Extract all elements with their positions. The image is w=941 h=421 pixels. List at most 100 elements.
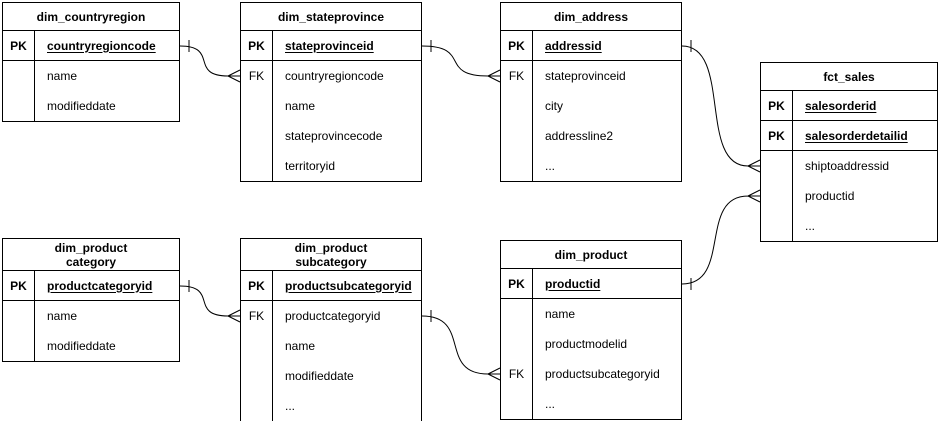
connector-line[interactable]	[421, 40, 501, 83]
relationship-dim_countryregion-dim_stateprovince[interactable]	[179, 40, 241, 83]
field-row: PK salesorderdetailid	[761, 121, 937, 151]
field-key-label: PK	[761, 91, 793, 120]
field-name: salesorderid	[805, 98, 877, 113]
field-row: PK productid	[501, 269, 681, 299]
field-name: stateprovinceid	[285, 38, 374, 53]
entity-title: dim_product subcategory	[241, 239, 421, 271]
field-row: name	[241, 331, 421, 361]
field-key-label	[501, 121, 533, 151]
entity-dim_countryregion[interactable]: dim_countryregion PK countryregioncode n…	[2, 2, 180, 122]
field-name: stateprovincecode	[285, 129, 383, 143]
field-name: addressid	[545, 38, 602, 53]
field-name: shiptoaddressid	[805, 159, 890, 173]
entity-title: dim_product category	[3, 239, 179, 271]
field-name: modifieddate	[47, 99, 116, 113]
field-row: FK productsubcategoryid	[501, 359, 681, 389]
field-row: FK productcategoryid	[241, 301, 421, 331]
entity-field-list: PK countryregioncode name modifieddate	[3, 31, 179, 121]
field-row: modifieddate	[3, 331, 179, 361]
field-key-label	[761, 181, 793, 211]
field-row: productmodelid	[501, 329, 681, 359]
relationship-dim_product-fct_sales[interactable]	[681, 189, 761, 290]
entity-title: fct_sales	[761, 63, 937, 91]
field-key-label	[501, 91, 533, 121]
entity-title: dim_stateprovince	[241, 3, 421, 31]
field-key-label: PK	[501, 31, 533, 60]
field-row: ...	[241, 391, 421, 421]
entity-field-list: PK productid name productmodelid FK prod…	[501, 269, 681, 419]
field-name: stateprovinceid	[545, 69, 626, 83]
field-row: productid	[761, 181, 937, 211]
connector-line[interactable]	[179, 280, 241, 323]
field-row: PK productcategoryid	[3, 271, 179, 301]
field-name: ...	[285, 399, 296, 413]
field-name: productsubcategoryid	[545, 367, 660, 381]
entity-field-list: PK stateprovinceid FK countryregioncode …	[241, 31, 421, 181]
field-name: name	[47, 69, 78, 83]
entity-title: dim_product	[501, 241, 681, 269]
field-name: countryregioncode	[285, 69, 384, 83]
field-key-label: PK	[3, 31, 35, 60]
field-key-label	[501, 329, 533, 359]
field-key-label	[241, 91, 273, 121]
field-key-label	[501, 151, 533, 181]
field-row: addressline2	[501, 121, 681, 151]
field-name: modifieddate	[47, 339, 116, 353]
field-name: salesorderdetailid	[805, 128, 908, 143]
field-key-label: FK	[241, 61, 273, 91]
field-row: FK countryregioncode	[241, 61, 421, 91]
field-key-label	[241, 361, 273, 391]
relationship-dim_productsubcategory-dim_product[interactable]	[421, 310, 501, 381]
entity-dim_productcategory[interactable]: dim_product category PK productcategoryi…	[2, 238, 180, 362]
entity-dim_product[interactable]: dim_product PK productid name productmod…	[500, 240, 682, 420]
field-row: PK countryregioncode	[3, 31, 179, 61]
field-name: productid	[805, 189, 855, 203]
connector-line[interactable]	[681, 189, 761, 290]
entity-fct_sales[interactable]: fct_sales PK salesorderid PK salesorderd…	[760, 62, 938, 242]
field-key-label: FK	[501, 359, 533, 389]
field-name: city	[545, 99, 563, 113]
entity-dim_address[interactable]: dim_address PK addressid FK stateprovinc…	[500, 2, 682, 182]
entity-field-list: PK addressid FK stateprovinceid city add…	[501, 31, 681, 181]
field-name: productid	[545, 276, 601, 291]
entity-title: dim_countryregion	[3, 3, 179, 31]
entity-dim_productsubcategory[interactable]: dim_product subcategory PK productsubcat…	[240, 238, 422, 421]
field-key-label	[501, 389, 533, 419]
field-key-label	[501, 299, 533, 329]
field-key-label	[241, 331, 273, 361]
field-row: shiptoaddressid	[761, 151, 937, 181]
field-key-label	[3, 61, 35, 91]
entity-dim_stateprovince[interactable]: dim_stateprovince PK stateprovinceid FK …	[240, 2, 422, 182]
field-key-label: PK	[501, 269, 533, 298]
field-row: FK stateprovinceid	[501, 61, 681, 91]
field-name: territoryid	[285, 159, 336, 173]
entity-field-list: PK productcategoryid name modifieddate	[3, 271, 179, 361]
field-key-label	[3, 91, 35, 121]
field-name: name	[285, 339, 316, 353]
field-row: territoryid	[241, 151, 421, 181]
field-row: modifieddate	[3, 91, 179, 121]
field-name: productcategoryid	[47, 278, 153, 293]
relationship-dim_address-fct_sales[interactable]	[681, 40, 761, 173]
field-row: name	[3, 301, 179, 331]
field-name: ...	[805, 219, 816, 233]
field-name: productcategoryid	[285, 309, 381, 323]
field-name: productsubcategoryid	[285, 278, 412, 293]
connector-line[interactable]	[681, 40, 761, 173]
relationship-dim_stateprovince-dim_address[interactable]	[421, 40, 501, 83]
entity-title: dim_address	[501, 3, 681, 31]
relationship-dim_productcategory-dim_productsubcategory[interactable]	[179, 280, 241, 323]
field-row: city	[501, 91, 681, 121]
field-key-label	[3, 331, 35, 361]
field-key-label: FK	[501, 61, 533, 91]
field-row: ...	[501, 151, 681, 181]
field-name: name	[47, 309, 78, 323]
field-key-label: PK	[761, 121, 793, 150]
connector-line[interactable]	[421, 310, 501, 381]
field-key-label: PK	[241, 271, 273, 300]
field-name: productmodelid	[545, 337, 628, 351]
field-key-label	[241, 151, 273, 181]
connector-line[interactable]	[179, 40, 241, 83]
field-key-label: PK	[241, 31, 273, 60]
